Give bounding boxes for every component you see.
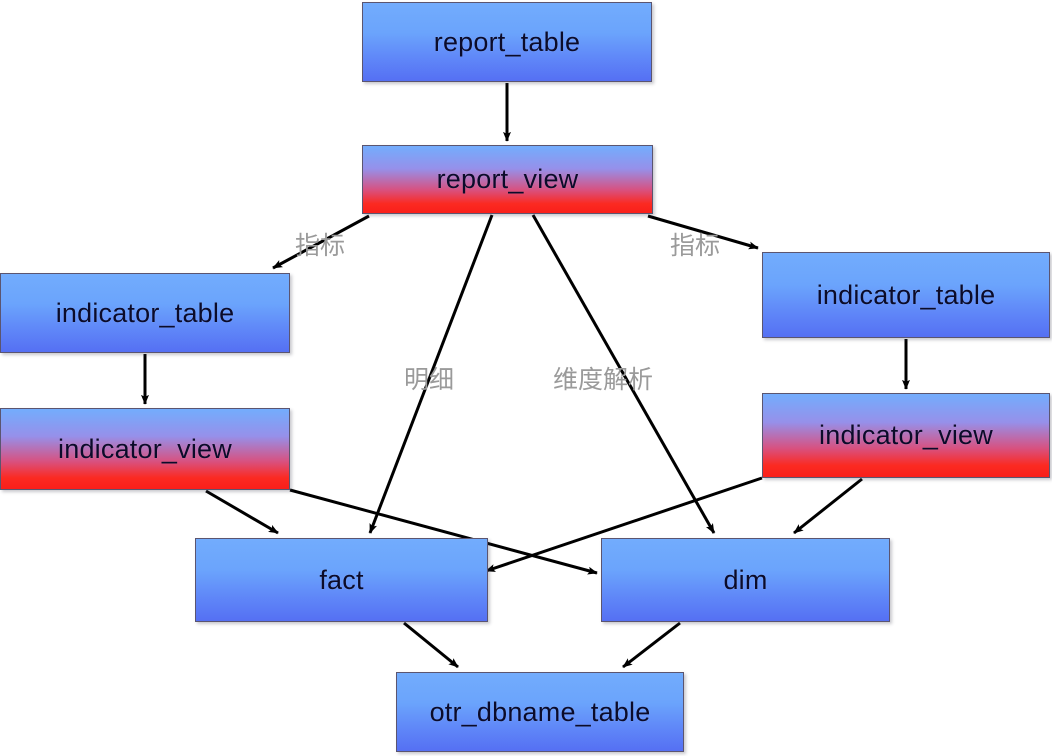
- node-indicator-view-left[interactable]: indicator_view: [0, 408, 290, 490]
- edge-fact-otr_dbname_table: [403, 621, 459, 669]
- node-label: indicator_view: [819, 420, 993, 450]
- node-label: indicator_table: [816, 279, 996, 310]
- node-indicator-table-left[interactable]: indicator_table: [0, 273, 290, 353]
- node-report-view[interactable]: report_view: [362, 145, 653, 214]
- edge-label-mingxi: 明细: [404, 365, 455, 394]
- edge-dim-otr_dbname_table: [622, 621, 681, 669]
- edge-indicator_view_left-fact: [205, 489, 279, 535]
- node-label: report_table: [433, 26, 581, 57]
- edge-label-zhibiao-right: 指标: [670, 231, 721, 260]
- node-label: fact: [319, 564, 364, 595]
- node-otr-dbname-table[interactable]: otr_dbname_table: [396, 672, 684, 752]
- node-label: dim: [723, 564, 768, 595]
- node-indicator-view-right[interactable]: indicator_view: [762, 393, 1050, 478]
- node-fact[interactable]: fact: [195, 538, 488, 622]
- node-indicator-table-right[interactable]: indicator_table: [762, 252, 1050, 338]
- edge-indicator_view_right-dim: [793, 477, 863, 535]
- node-label: otr_dbname_table: [429, 696, 651, 727]
- node-label: indicator_view: [58, 433, 232, 464]
- edge-label-weidu-jiexi: 维度解析: [553, 365, 654, 394]
- edge-label-zhibiao-left: 指标: [295, 231, 346, 260]
- node-report-table[interactable]: report_table: [362, 2, 652, 82]
- node-dim[interactable]: dim: [601, 538, 890, 622]
- node-label: report_view: [436, 164, 579, 194]
- node-label: indicator_table: [55, 297, 235, 328]
